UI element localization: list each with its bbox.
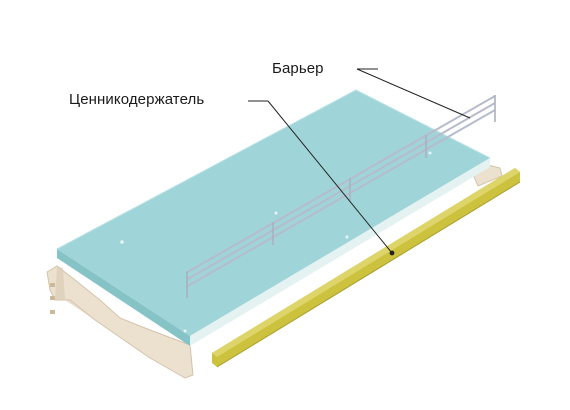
shelf-front-lip bbox=[57, 249, 190, 346]
barrier-posts bbox=[186, 95, 496, 298]
priceholder-leader-line bbox=[267, 100, 393, 254]
barrier-rails bbox=[185, 95, 496, 288]
priceholder-leader-dot bbox=[389, 250, 395, 256]
barrier-label: Барьер bbox=[272, 60, 324, 77]
front-bracket bbox=[46, 265, 194, 379]
shelf-holes bbox=[120, 151, 432, 333]
price-holder-edge bbox=[216, 181, 521, 368]
price-holder-label: Ценникодержатель bbox=[69, 91, 205, 108]
shelf-panel bbox=[57, 90, 490, 336]
shelf-side-lip bbox=[190, 158, 490, 346]
barrier-leader-line bbox=[356, 68, 471, 119]
price-holder-top bbox=[212, 168, 520, 357]
